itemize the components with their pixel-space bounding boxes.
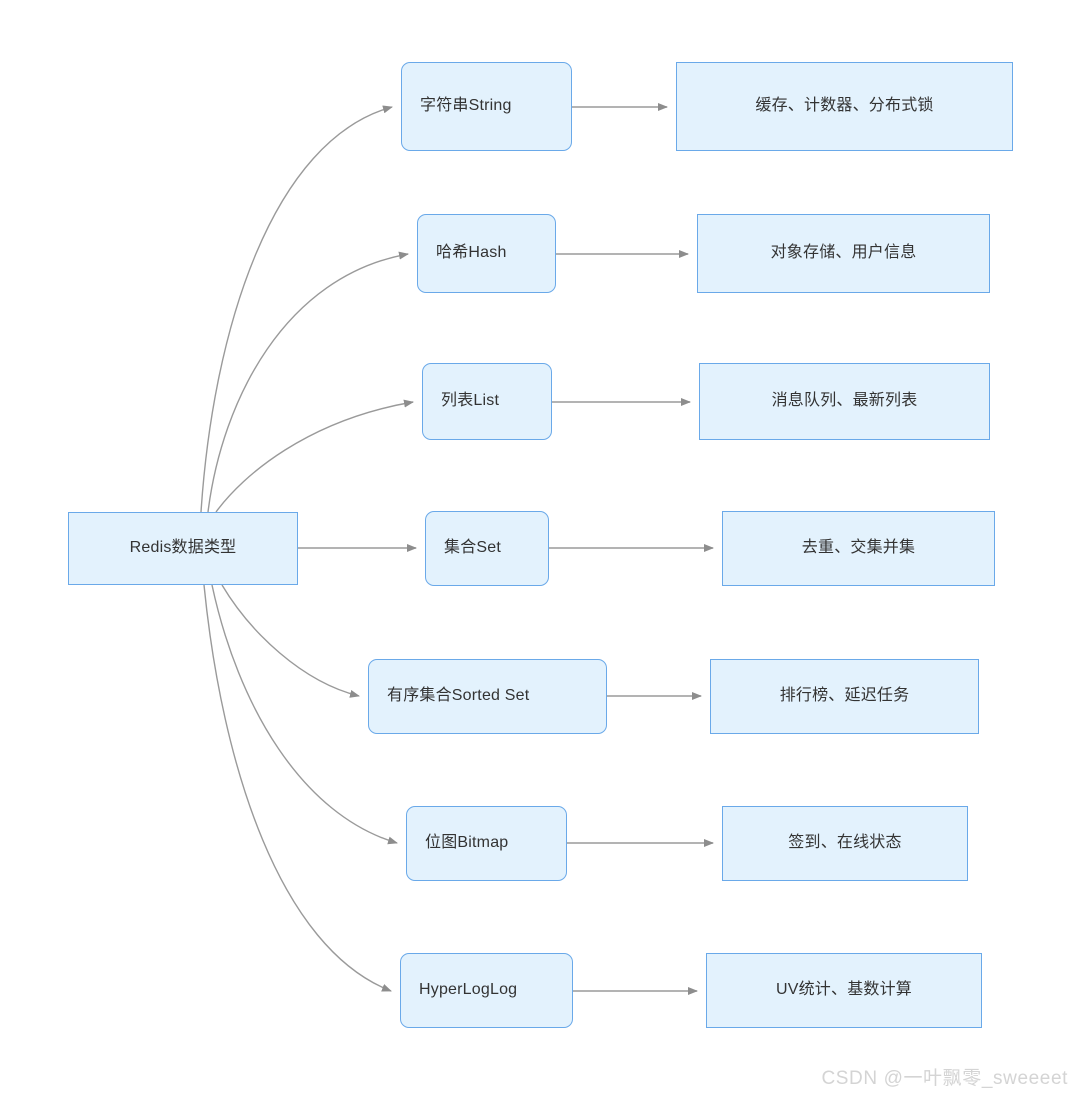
node-type-0-label: 字符串String: [420, 97, 512, 115]
node-type-1[interactable]: 哈希Hash: [417, 214, 556, 293]
node-usage-0-label: 缓存、计数器、分布式锁: [755, 97, 934, 115]
node-type-2[interactable]: 列表List: [422, 363, 552, 440]
node-usage-5-label: 签到、在线状态: [788, 834, 902, 852]
node-type-4[interactable]: 有序集合Sorted Set: [368, 659, 607, 734]
node-type-5-label: 位图Bitmap: [425, 834, 509, 852]
node-type-0[interactable]: 字符串String: [401, 62, 572, 151]
usage-edges-group: [549, 103, 714, 995]
edge-root-to-type-4: [221, 584, 360, 698]
node-type-6-label: HyperLogLog: [419, 981, 518, 999]
node-usage-5[interactable]: 签到、在线状态: [722, 806, 968, 881]
node-usage-6-label: UV统计、基数计算: [775, 981, 913, 999]
node-type-1-label: 哈希Hash: [436, 244, 507, 262]
node-type-2-label: 列表List: [441, 392, 500, 410]
node-type-3[interactable]: 集合Set: [425, 511, 549, 586]
node-usage-6[interactable]: UV统计、基数计算: [706, 953, 982, 1028]
edge-root-to-type-6: [203, 584, 392, 992]
node-type-3-label: 集合Set: [444, 539, 502, 557]
node-usage-2-label: 消息队列、最新列表: [771, 392, 918, 410]
node-root-label: Redis数据类型: [129, 539, 237, 557]
node-usage-4-label: 排行榜、延迟任务: [779, 687, 910, 705]
node-root[interactable]: Redis数据类型: [68, 512, 298, 585]
node-usage-3-label: 去重、交集并集: [801, 539, 916, 557]
node-usage-1-label: 对象存储、用户信息: [770, 244, 917, 262]
node-type-4-label: 有序集合Sorted Set: [387, 687, 530, 705]
edge-root-to-type-1: [207, 251, 409, 513]
watermark: CSDN @一叶飘零_sweeeet: [821, 1068, 1068, 1089]
node-usage-4[interactable]: 排行榜、延迟任务: [710, 659, 979, 734]
node-usage-2[interactable]: 消息队列、最新列表: [699, 363, 990, 440]
node-type-6[interactable]: HyperLogLog: [400, 953, 573, 1028]
edge-root-to-type-0: [200, 105, 393, 513]
edge-root-to-type-2: [215, 399, 414, 513]
node-usage-0[interactable]: 缓存、计数器、分布式锁: [676, 62, 1013, 151]
node-usage-3[interactable]: 去重、交集并集: [722, 511, 995, 586]
node-type-5[interactable]: 位图Bitmap: [406, 806, 567, 881]
node-usage-1[interactable]: 对象存储、用户信息: [697, 214, 990, 293]
